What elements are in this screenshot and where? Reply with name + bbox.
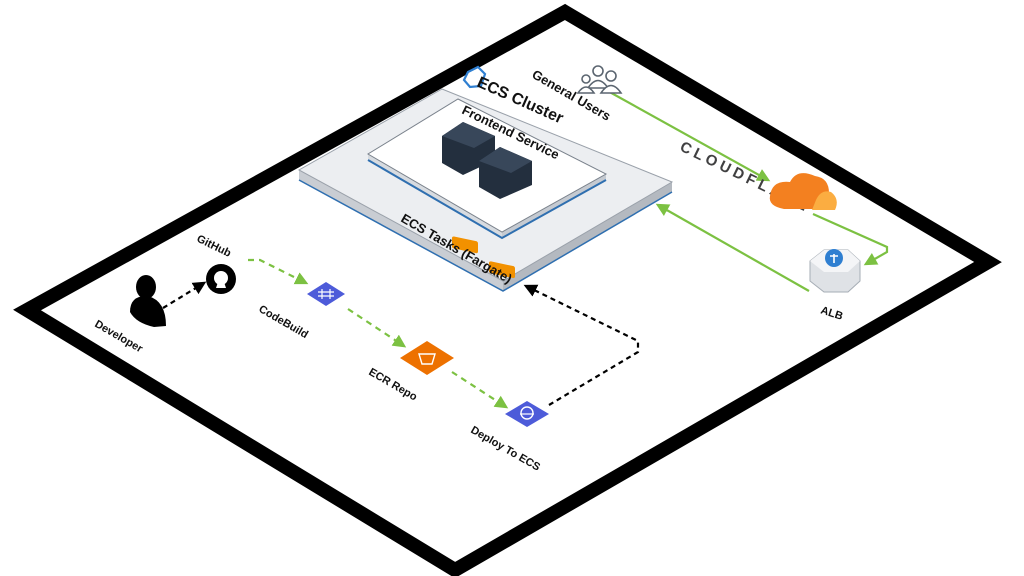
ecs-icon: [462, 65, 487, 89]
fargate-task-icon: [442, 122, 532, 279]
person-icon: [130, 275, 166, 327]
codebuild-icon: [307, 282, 345, 306]
codedeploy-icon: [505, 401, 549, 427]
users-icon: [576, 65, 623, 94]
ecr-icon: [400, 341, 454, 375]
github-icon: [206, 264, 236, 294]
isometric-frame: [13, 3, 1002, 576]
user-traffic-flow: [605, 89, 889, 292]
ci-cd-pipeline-flow: [248, 258, 509, 409]
load-balancer-icon: [809, 249, 861, 293]
cloudflare-cloud-icon: [769, 173, 837, 210]
deploy-flow: [162, 281, 640, 406]
